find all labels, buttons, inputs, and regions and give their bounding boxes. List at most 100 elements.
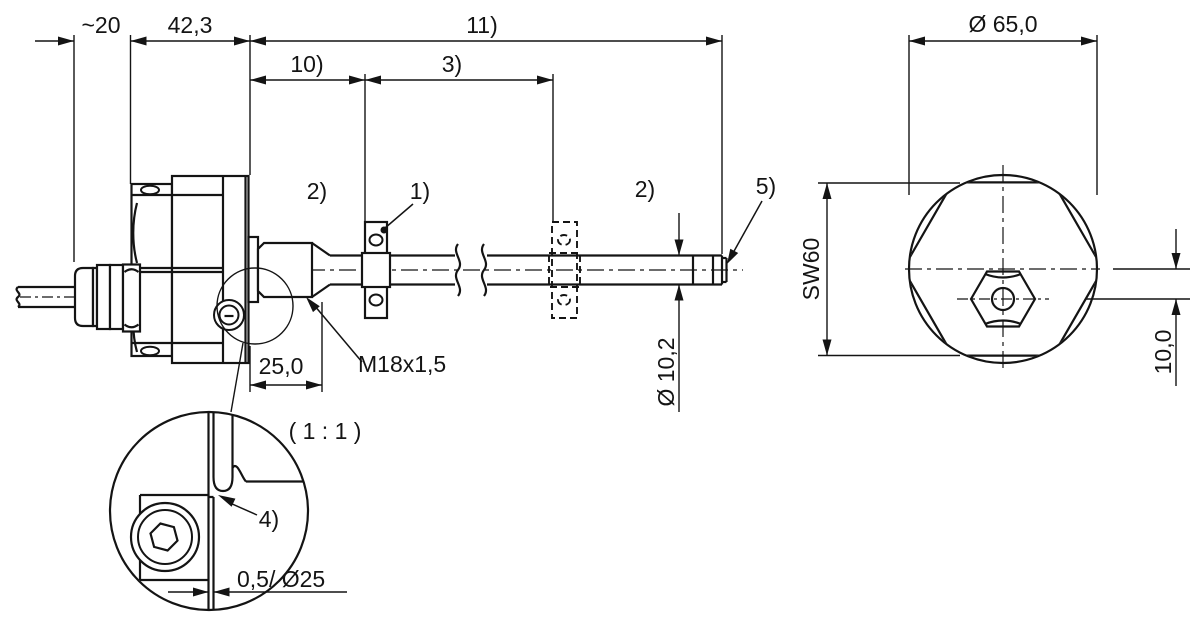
dim-text-housing: 42,3 <box>168 12 213 38</box>
arrowhead <box>193 587 209 597</box>
detail-screw-head <box>137 509 193 565</box>
arrowhead <box>250 36 266 46</box>
arrowhead <box>130 36 147 46</box>
detail-view: ( 1 : 1 ) 4) 0,5/ Ø25 <box>108 410 362 612</box>
phantom-magnet-ring <box>551 221 578 319</box>
dim-text-boss: 25,0 <box>259 353 304 379</box>
dim-text-cable: ~20 <box>81 12 120 38</box>
gland-ring-2 <box>95 263 112 331</box>
phantom-magnet-hub <box>548 252 581 288</box>
cable <box>15 285 75 309</box>
thread-label: M18x1,5 <box>358 351 446 377</box>
detail-scale-label: ( 1 : 1 ) <box>289 418 362 444</box>
thread-callout: M18x1,5 <box>306 297 446 377</box>
dim-text-total: 11) <box>466 12 498 38</box>
arrowhead <box>674 239 684 256</box>
front-view: Ø 65,0 SW60 <box>798 11 1190 386</box>
dimension-flats: SW60 <box>798 182 960 357</box>
detail-wave <box>231 465 247 483</box>
item-labels: 2) 1) 2) 5) <box>307 173 776 264</box>
detail-step-callout: 4) <box>218 495 279 532</box>
arrowhead <box>1171 253 1181 269</box>
phantom-hole-bottom <box>557 294 571 306</box>
arrowhead <box>537 75 553 85</box>
arrowhead <box>365 75 381 85</box>
dimension-diameter: Ø 65,0 <box>908 11 1098 195</box>
gland-nut <box>121 263 142 333</box>
dimension-offset: 10,0 <box>1085 229 1190 386</box>
step-leader-line <box>229 502 258 516</box>
piston-rod <box>330 243 728 297</box>
arrowhead <box>234 36 250 46</box>
arrowhead <box>727 248 739 264</box>
arrowhead <box>250 380 266 390</box>
gland-dome <box>73 266 95 328</box>
detail-groove <box>212 470 234 493</box>
flange-hole-top <box>140 184 160 196</box>
cable-break-line <box>15 286 21 308</box>
thread-leader-line <box>313 304 363 363</box>
rod-end-leader-line <box>732 200 763 254</box>
detail-dim-text: 0,5/ Ø25 <box>237 566 325 592</box>
detail-step-label: 4) <box>259 506 279 532</box>
rod-hex-chamfer-top <box>984 272 1022 279</box>
leader-dot <box>380 226 388 234</box>
dim-text-flats: SW60 <box>798 238 824 301</box>
arrowhead <box>822 339 832 356</box>
label-magnet: 1) <box>410 178 430 204</box>
dim-text-dia: Ø 65,0 <box>968 11 1037 37</box>
arrowhead <box>909 36 925 46</box>
arrowhead <box>1081 36 1097 46</box>
dimensions-top: ~20 42,3 11) 10) 3) <box>35 12 723 262</box>
rod-hex-chamfer-bottom <box>984 319 1022 326</box>
label-zone-left: 2) <box>307 178 327 204</box>
detail-dimension: 0,5/ Ø25 <box>168 566 347 597</box>
magnet-leader-line <box>384 203 414 229</box>
alternate-magnet-phantom <box>548 221 581 319</box>
rod-hex-outline <box>969 270 1037 328</box>
flange-hole-bottom <box>140 345 160 357</box>
arrowhead <box>674 284 684 301</box>
detail-source-circle <box>216 267 294 345</box>
label-zone-right: 2) <box>635 176 655 202</box>
arrowhead <box>706 36 722 46</box>
position-magnet <box>360 220 392 320</box>
arrowhead <box>218 495 236 507</box>
detail-hex-socket <box>149 522 179 552</box>
rod-end-bore <box>990 286 1016 312</box>
phantom-hole-top <box>557 234 571 246</box>
arrowhead <box>213 587 230 597</box>
cable-gland <box>73 263 142 333</box>
magnet-hub <box>360 251 392 289</box>
rod-break-line-right <box>480 243 488 297</box>
rod-end-hex <box>969 270 1037 328</box>
arrowhead <box>822 183 832 199</box>
detail-contents <box>129 412 308 610</box>
gland-nut-chamfer-top <box>123 268 140 273</box>
boss-cone-bottom <box>311 283 331 298</box>
label-rod-end: 5) <box>756 173 776 199</box>
dimension-rod-diameter: Ø 10,2 <box>653 213 684 412</box>
flange-fillet-upper <box>132 202 139 264</box>
arrowhead <box>349 75 365 85</box>
arrowhead <box>306 297 320 313</box>
magnet-hole-top <box>368 233 384 247</box>
thread-boss <box>247 235 331 304</box>
rod-break-line-left <box>454 243 462 297</box>
dim-text-offset: 10,0 <box>1150 330 1176 375</box>
boss-pilot-ring <box>247 235 260 304</box>
dim-text-measuring: 3) <box>442 51 462 77</box>
gland-ring-3 <box>108 263 125 331</box>
arrowhead <box>1171 299 1181 315</box>
arrowhead <box>58 36 74 46</box>
arrowhead <box>250 75 266 85</box>
dimension-boss-length: 25,0 <box>249 302 323 392</box>
gland-nut-chamfer-bottom <box>123 323 140 329</box>
magnet-hole-bottom <box>368 293 384 307</box>
dim-text-rod-dia: Ø 10,2 <box>653 337 679 406</box>
housing-body <box>170 174 250 365</box>
boss-cone-top <box>311 242 331 257</box>
detail-leader-line <box>230 342 244 413</box>
